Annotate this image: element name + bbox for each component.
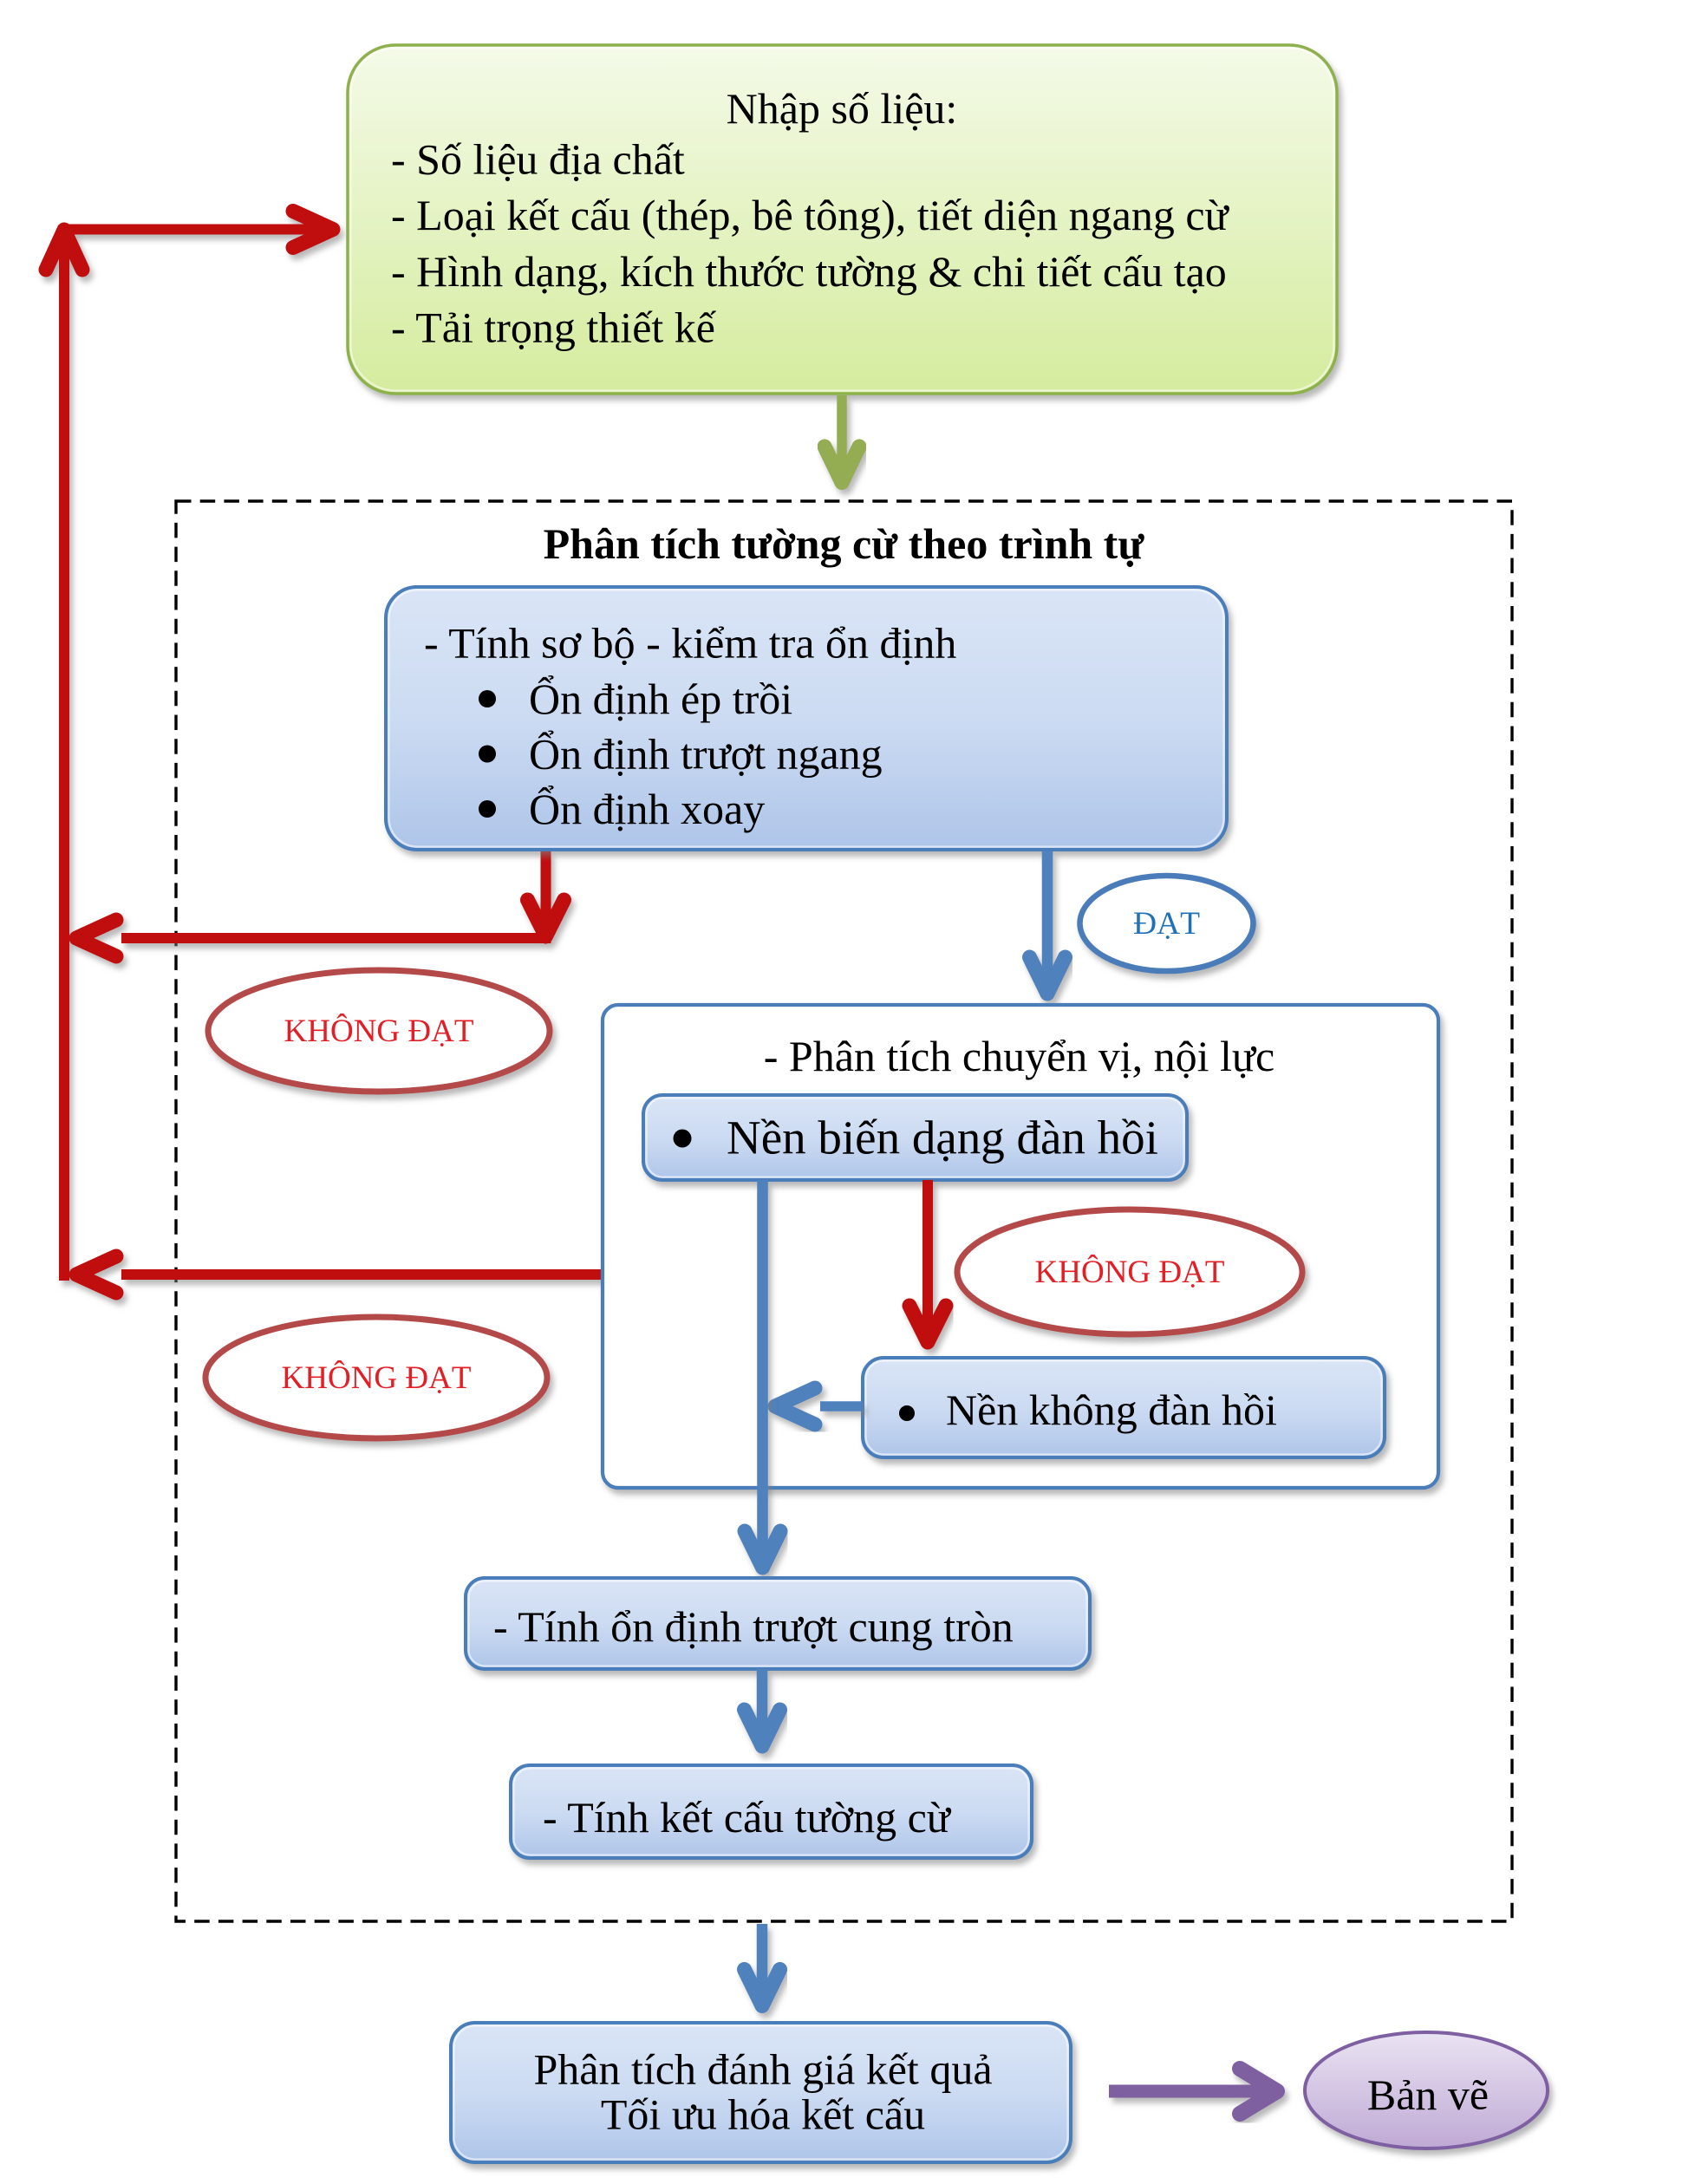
svg-text:Nền không đàn hồi: Nền không đàn hồi — [946, 1385, 1277, 1434]
svg-text:Nhập số liệu:: Nhập số liệu: — [727, 84, 958, 133]
svg-text:Phân tích tường cừ theo trình: Phân tích tường cừ theo trình tự — [544, 519, 1145, 568]
svg-text:- Tính kết cấu tường cừ: - Tính kết cấu tường cừ — [543, 1793, 952, 1842]
svg-text:Nền biến dạng đàn hồi: Nền biến dạng đàn hồi — [727, 1112, 1158, 1164]
svg-text:- Hình dạng, kích thước tường: - Hình dạng, kích thước tường & chi tiết… — [391, 247, 1227, 296]
svg-text:KHÔNG ĐẠT: KHÔNG ĐẠT — [1035, 1254, 1225, 1290]
svg-text:Phân tích đánh giá kết quả: Phân tích đánh giá kết quả — [533, 2045, 992, 2094]
svg-text:Ổn định trượt ngang: Ổn định trượt ngang — [529, 729, 883, 779]
svg-text:- Phân tích chuyển vị, nội lực: - Phân tích chuyển vị, nội lực — [764, 1032, 1274, 1080]
svg-text:- Tính sơ bộ - kiểm tra ổn địn: - Tính sơ bộ - kiểm tra ổn định — [424, 619, 956, 668]
svg-text:- Số liệu địa chất: - Số liệu địa chất — [391, 135, 685, 184]
svg-text:- Tính ổn định trượt cung tròn: - Tính ổn định trượt cung tròn — [493, 1602, 1014, 1651]
svg-text:KHÔNG ĐẠT: KHÔNG ĐẠT — [284, 1013, 474, 1049]
svg-text:Tối ưu hóa kết cấu: Tối ưu hóa kết cấu — [601, 2090, 925, 2139]
svg-text:- Loại kết cấu (thép, bê tông): - Loại kết cấu (thép, bê tông), tiết diệ… — [391, 191, 1230, 239]
svg-text:- Tải trọng thiết kế: - Tải trọng thiết kế — [391, 303, 717, 352]
svg-text:ĐẠT: ĐẠT — [1133, 906, 1200, 942]
svg-text:Ổn định xoay: Ổn định xoay — [529, 784, 765, 833]
svg-text:Ổn định ép trồi: Ổn định ép trồi — [529, 674, 792, 723]
svg-text:Bản vẽ: Bản vẽ — [1367, 2070, 1489, 2119]
svg-text:KHÔNG ĐẠT: KHÔNG ĐẠT — [282, 1359, 472, 1396]
